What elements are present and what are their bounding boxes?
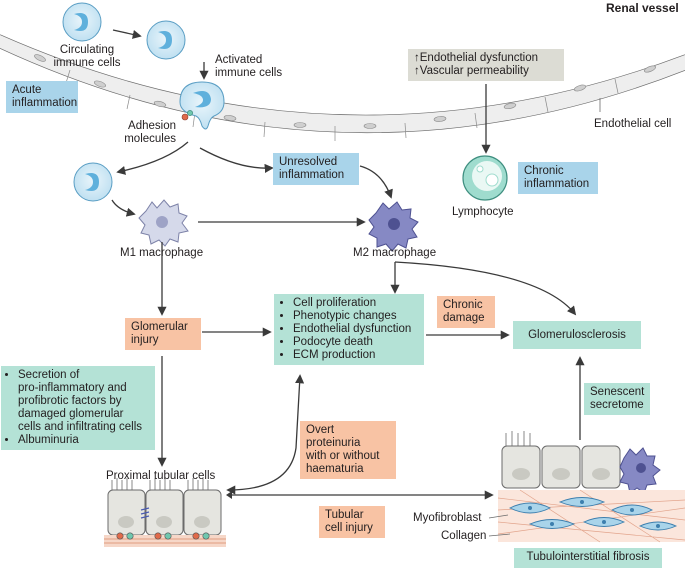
chronic-damage-line-1: Chronic bbox=[443, 299, 483, 311]
tubular-injury-line-2: cell injury bbox=[325, 522, 373, 534]
chronic-inflammation-line-2: inflammation bbox=[524, 178, 590, 190]
cell-changes-item: Podocyte death bbox=[293, 336, 418, 349]
secretion-line-2: pro-inflammatory and bbox=[18, 382, 127, 394]
arrows bbox=[111, 29, 585, 500]
endothelial-dysfunction-line: ↑Endothelial dysfunction bbox=[414, 52, 539, 64]
m1-macrophage-label: M1 macrophage bbox=[120, 247, 204, 259]
activated-label-line-2: immune cells bbox=[215, 67, 283, 79]
fibrosis-tissue bbox=[488, 489, 685, 543]
overt-proteinuria-line-1: Overt proteinuria bbox=[306, 424, 361, 449]
cell-changes-item: Endothelial dysfunction bbox=[293, 323, 418, 336]
cell-changes-item: ECM production bbox=[293, 349, 418, 362]
proximal-tubular-cells-label: Proximal tubular cells bbox=[106, 470, 216, 482]
endothelial-changes-box: ↑Endothelial dysfunction ↑Vascular perme… bbox=[408, 49, 564, 81]
adhesion-label-line-1: Adhesion bbox=[128, 120, 176, 132]
chronic-inflammation-box: Chronic inflammation bbox=[518, 162, 598, 194]
unresolved-line-2: inflammation bbox=[279, 169, 345, 181]
albuminuria-item: Albuminuria bbox=[18, 434, 149, 447]
tubular-injury-line-1: Tubular bbox=[325, 509, 364, 521]
secretion-factors-item: Secretion of pro-inflammatory and profib… bbox=[18, 369, 149, 434]
lymphocyte-label: Lymphocyte bbox=[452, 206, 514, 218]
adhesion-label-line-2: molecules bbox=[124, 133, 176, 145]
secretion-line-4: damaged glomerular bbox=[18, 408, 124, 420]
activated-label-line-1: Activated bbox=[215, 54, 263, 66]
chronic-damage-line-2: damage bbox=[443, 312, 485, 324]
overt-proteinuria-line-3: haematuria bbox=[306, 463, 364, 475]
circulating-immune-cell bbox=[62, 2, 102, 42]
cell-changes-item: Cell proliferation bbox=[293, 297, 418, 310]
acute-inflammation-box: Acute inflammation bbox=[6, 81, 78, 113]
adhering-immune-cell bbox=[179, 81, 225, 130]
activated-immune-cells-label: Activated immune cells bbox=[215, 54, 282, 80]
cell-changes-item: Phenotypic changes bbox=[293, 310, 418, 323]
chronic-damage-box: Chronic damage bbox=[437, 296, 495, 328]
collagen-label: Collagen bbox=[441, 530, 487, 542]
renal-vessel-label: Renal vessel bbox=[606, 1, 679, 15]
acute-inflammation-line-2: inflammation bbox=[12, 97, 78, 109]
activated-immune-cell bbox=[146, 20, 186, 60]
cell-changes-box: Cell proliferation Phenotypic changes En… bbox=[274, 294, 424, 365]
secretion-factors-box: Secretion of pro-inflammatory and profib… bbox=[1, 366, 155, 450]
circulating-label-line-2: immune cells bbox=[53, 57, 121, 69]
chronic-inflammation-line-1: Chronic bbox=[524, 165, 564, 177]
m2-macrophage-label: M2 macrophage bbox=[353, 247, 437, 259]
senescent-secretome-box: Senescent secretome bbox=[584, 383, 650, 415]
vascular-permeability-line: ↑Vascular permeability bbox=[414, 65, 529, 77]
unresolved-line-1: Unresolved bbox=[279, 156, 338, 168]
senescent-line-2: secretome bbox=[590, 399, 644, 411]
glomerulosclerosis-box: Glomerulosclerosis bbox=[513, 321, 641, 349]
endothelial-cell-label: Endothelial cell bbox=[594, 118, 672, 130]
myofibroblast-label: Myofibroblast bbox=[413, 512, 482, 524]
vessel-wall bbox=[0, 34, 685, 141]
adhesion-molecules-label: Adhesion molecules bbox=[110, 120, 176, 146]
overt-proteinuria-box: Overt proteinuria with or without haemat… bbox=[300, 421, 396, 479]
tubulointerstitial-fibrosis-box: Tubulointerstitial fibrosis bbox=[514, 548, 662, 568]
glomerular-injury-line-1: Glomerular bbox=[131, 321, 188, 333]
secretion-line-1: Secretion of bbox=[18, 369, 80, 381]
tubular-cell-injury-box: Tubular cell injury bbox=[319, 506, 385, 538]
proximal-tubular-cells bbox=[104, 478, 226, 547]
infiltrated-immune-cell bbox=[73, 162, 113, 202]
glomerular-injury-line-2: injury bbox=[131, 334, 159, 346]
lymphocyte-cell bbox=[462, 155, 508, 201]
secretion-line-3: profibrotic factors by bbox=[18, 395, 122, 407]
glomerular-injury-box: Glomerular injury bbox=[125, 318, 201, 350]
acute-inflammation-line-1: Acute bbox=[12, 84, 42, 96]
m2-macrophage-cell bbox=[368, 201, 419, 252]
overt-proteinuria-line-2: with or without bbox=[306, 450, 380, 462]
circulating-immune-cells-label: Circulating immune cells bbox=[51, 44, 123, 70]
secretion-line-5: cells and infiltrating cells bbox=[18, 421, 143, 433]
senescent-tubular-cells bbox=[501, 431, 661, 494]
unresolved-inflammation-box: Unresolved inflammation bbox=[273, 153, 359, 185]
m1-macrophage-cell bbox=[138, 199, 189, 247]
senescent-line-1: Senescent bbox=[590, 386, 645, 398]
circulating-label-line-1: Circulating bbox=[59, 44, 115, 56]
